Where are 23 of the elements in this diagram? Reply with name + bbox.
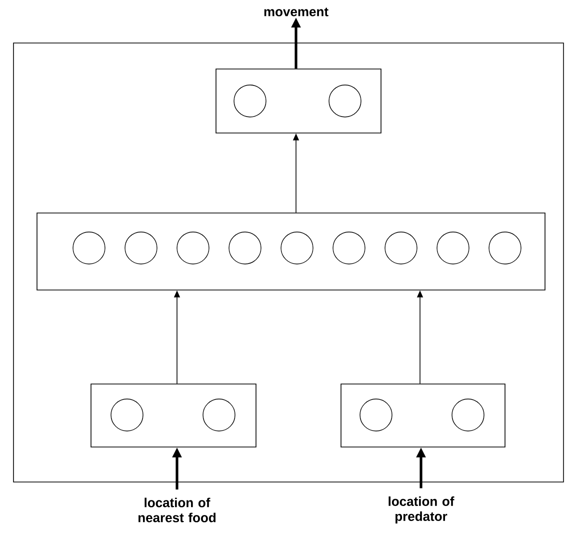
neuron-circle bbox=[110, 398, 144, 432]
node-label: location of nearest food bbox=[138, 498, 216, 522]
node-label: movement bbox=[264, 8, 328, 16]
neuron-circle bbox=[124, 232, 158, 264]
neuron-circle bbox=[328, 84, 362, 118]
frame bbox=[13, 42, 564, 482]
neuron-circle bbox=[280, 232, 314, 264]
layer-box bbox=[36, 212, 546, 290]
neuron-circle bbox=[234, 84, 266, 118]
layer-box bbox=[340, 384, 506, 448]
neuron-circle bbox=[202, 398, 236, 432]
neuron-circle bbox=[176, 232, 210, 264]
neuron-circle bbox=[332, 232, 366, 264]
layer-box bbox=[216, 68, 382, 134]
neuron-circle bbox=[228, 232, 262, 264]
neuron-circle bbox=[452, 398, 484, 432]
neuron-circle bbox=[384, 232, 418, 264]
neuron-circle bbox=[436, 232, 470, 264]
neuron-circle bbox=[488, 232, 522, 264]
neuron-circle bbox=[72, 232, 106, 264]
node-label: location of predator bbox=[388, 496, 454, 524]
layer-box bbox=[90, 384, 256, 448]
neuron-circle bbox=[360, 398, 392, 432]
